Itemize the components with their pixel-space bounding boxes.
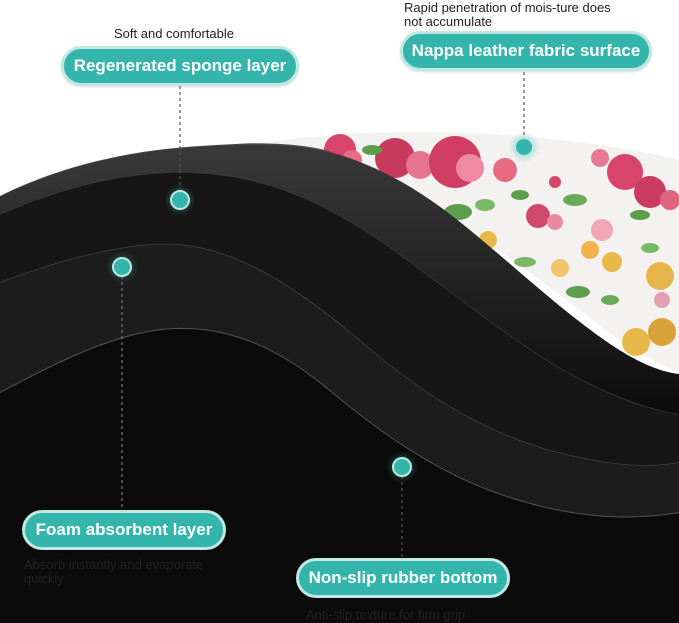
non-slip-rubber-label: Non-slip rubber bottom <box>296 558 510 598</box>
nappa-caption-line1: Rapid penetration of mois-ture does <box>404 0 611 15</box>
marker-dot-nonslip <box>386 451 418 483</box>
foam-caption-line1: Absorb instantly and evaporate <box>24 557 204 572</box>
sponge-layer <box>0 172 679 466</box>
floral-pattern <box>324 134 679 356</box>
marker-dot-nappa <box>508 131 540 163</box>
foam-caption-line2: quickly <box>24 571 64 586</box>
marker-dot-foam <box>106 251 138 283</box>
floral-surface <box>268 131 679 372</box>
leather-top-layer <box>0 144 679 414</box>
regenerated-caption: Soft and comfortable <box>114 26 234 41</box>
nonslip-caption: Anti-slip texture for firm grip <box>306 607 465 622</box>
nappa-caption-line2: not accumulate <box>404 14 493 29</box>
foam-layer <box>0 243 679 517</box>
regenerated-sponge-label: Regenerated sponge layer <box>61 46 299 86</box>
foam-absorbent-label: Foam absorbent layer <box>22 510 226 550</box>
marker-dot-regenerated <box>164 184 196 216</box>
nappa-leather-label: Nappa leather fabric surface <box>400 31 652 71</box>
